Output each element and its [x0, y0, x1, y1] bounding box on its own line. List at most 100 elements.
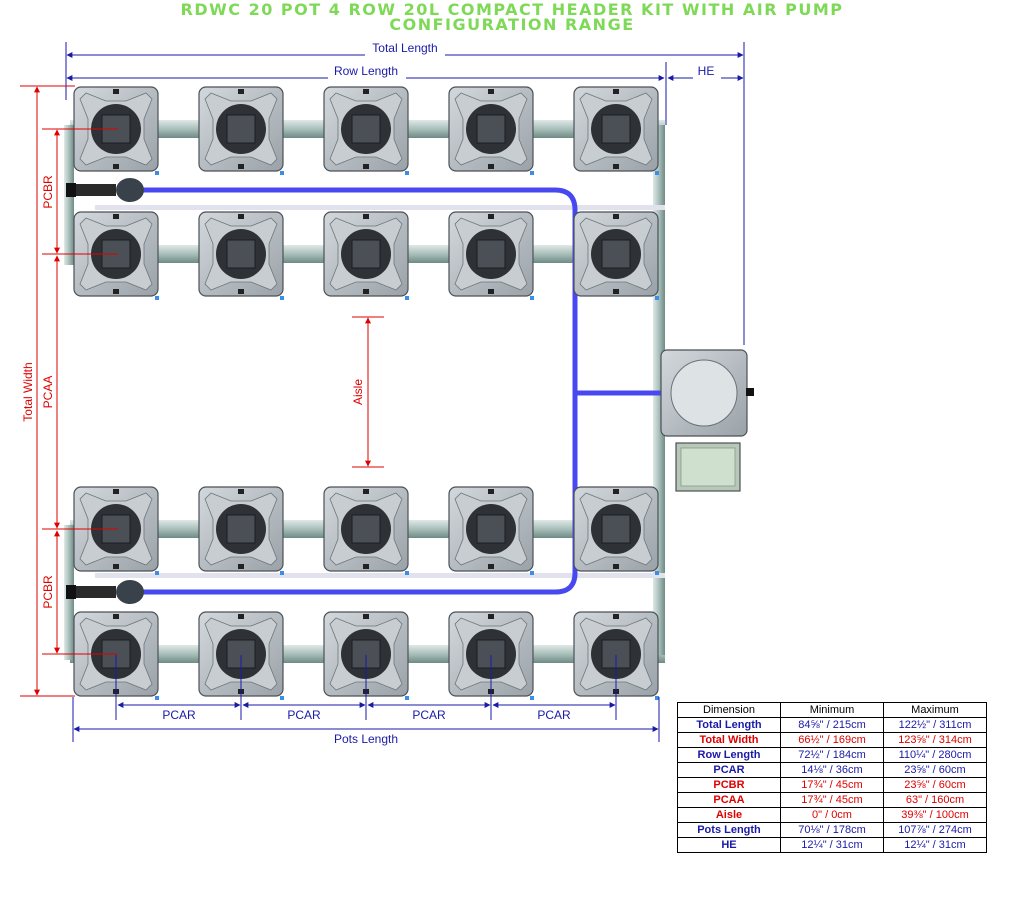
net-pot-grid	[476, 239, 506, 269]
header-minimum: Minimum	[780, 702, 884, 718]
dimension-maximum: 63" / 160cm	[883, 792, 987, 808]
pot-clip-bottom	[238, 564, 244, 569]
title-line-1: RDWC 20 POT 4 ROW 20L COMPACT HEADER KIT…	[180, 0, 844, 19]
pot-r4-c3	[323, 611, 409, 700]
title-line-2: CONFIGURATION RANGE	[389, 15, 635, 34]
pot-fitting	[280, 296, 284, 300]
pot-grid	[73, 86, 659, 700]
pot-fitting	[405, 296, 409, 300]
total-length-label-bg	[365, 46, 445, 60]
pcbr-bottom-label: PCBR	[41, 575, 55, 609]
pot-fitting	[155, 296, 159, 300]
pump-connector-top	[76, 184, 116, 196]
pot-clip-top	[113, 89, 119, 94]
pot-clip-top	[488, 489, 494, 494]
dimension-name: Aisle	[677, 807, 781, 823]
pot-clip-top	[363, 489, 369, 494]
pot-clip-bottom	[613, 164, 619, 169]
dimension-minimum: 0" / 0cm	[780, 807, 884, 823]
dimension-name: PCBR	[677, 777, 781, 793]
dimension-maximum: 110¼" / 280cm	[883, 747, 987, 763]
pot-fitting	[405, 696, 409, 700]
header-tank-lid	[670, 359, 738, 427]
dimension-name: PCAA	[677, 792, 781, 808]
pot-r3-c4	[448, 486, 534, 575]
dimension-maximum: 122½" / 311cm	[883, 717, 987, 733]
return-line-top	[95, 205, 665, 210]
pcaa-label: PCAA	[41, 376, 55, 409]
he-label-bg	[693, 70, 721, 84]
pcar-label-3: PCAR	[412, 708, 446, 722]
pot-clip-top	[238, 614, 244, 619]
pot-r1-c3	[323, 86, 409, 175]
pot-r2-c3	[323, 211, 409, 300]
pot-r3-c1	[73, 486, 159, 575]
pot-clip-top	[238, 489, 244, 494]
pcar-label-2: PCAR	[287, 708, 321, 722]
dimension-maximum: 12¼" / 31cm	[883, 837, 987, 853]
dimension-maximum: 39⅜" / 100cm	[883, 807, 987, 823]
pot-fitting	[405, 571, 409, 575]
pot-clip-top	[613, 489, 619, 494]
dimension-minimum: 84⅝" / 215cm	[780, 717, 884, 733]
pot-clip-bottom	[613, 289, 619, 294]
pot-clip-top	[488, 214, 494, 219]
pot-fitting	[655, 571, 659, 575]
pot-clip-top	[488, 614, 494, 619]
dimension-table-header: Dimension Minimum Maximum	[677, 702, 987, 718]
dimension-maximum: 23⅝" / 60cm	[883, 762, 987, 778]
net-pot-grid	[351, 239, 381, 269]
total-length-label: Total Length	[372, 41, 437, 55]
pot-r3-c3	[323, 486, 409, 575]
pots-length-label: Pots Length	[334, 732, 398, 746]
pot-clip-top	[613, 89, 619, 94]
pot-clip-bottom	[488, 164, 494, 169]
total-width-label: Total Width	[21, 362, 35, 421]
dimension-name: HE	[677, 837, 781, 853]
dimension-maximum: 123⅝" / 314cm	[883, 732, 987, 748]
pot-r3-c5	[573, 486, 659, 575]
pot-r1-c1	[73, 86, 159, 175]
pot-clip-bottom	[613, 564, 619, 569]
pot-fitting	[155, 571, 159, 575]
pcbr-top-label: PCBR	[41, 175, 55, 209]
pump-connector-bottom	[76, 586, 116, 598]
pot-fitting	[280, 696, 284, 700]
manifold-left-top	[66, 183, 76, 197]
manifold-left-bottom	[66, 585, 76, 599]
pot-fitting	[155, 171, 159, 175]
dimension-minimum: 72½" / 184cm	[780, 747, 884, 763]
net-pot-grid	[601, 514, 631, 544]
dimension-maximum: 107⅞" / 274cm	[883, 822, 987, 838]
pot-r3-c2	[198, 486, 284, 575]
dimension-minimum: 70⅛" / 178cm	[780, 822, 884, 838]
header-dimension: Dimension	[677, 702, 781, 718]
net-pot-grid	[351, 514, 381, 544]
pot-r2-c5	[573, 211, 659, 300]
pot-clip-top	[363, 614, 369, 619]
pcar-label-4: PCAR	[537, 708, 571, 722]
pot-fitting	[405, 171, 409, 175]
dimension-name: Pots Length	[677, 822, 781, 838]
pot-clip-top	[363, 89, 369, 94]
pot-clip-top	[488, 89, 494, 94]
row-length-label: Row Length	[334, 64, 398, 78]
pot-clip-top	[613, 214, 619, 219]
dimension-name: Row Length	[677, 747, 781, 763]
pot-fitting	[155, 696, 159, 700]
return-line-bottom	[95, 573, 665, 578]
pot-fitting	[530, 571, 534, 575]
net-pot-grid	[601, 114, 631, 144]
net-pot-grid	[476, 514, 506, 544]
pot-r2-c1	[73, 211, 159, 300]
